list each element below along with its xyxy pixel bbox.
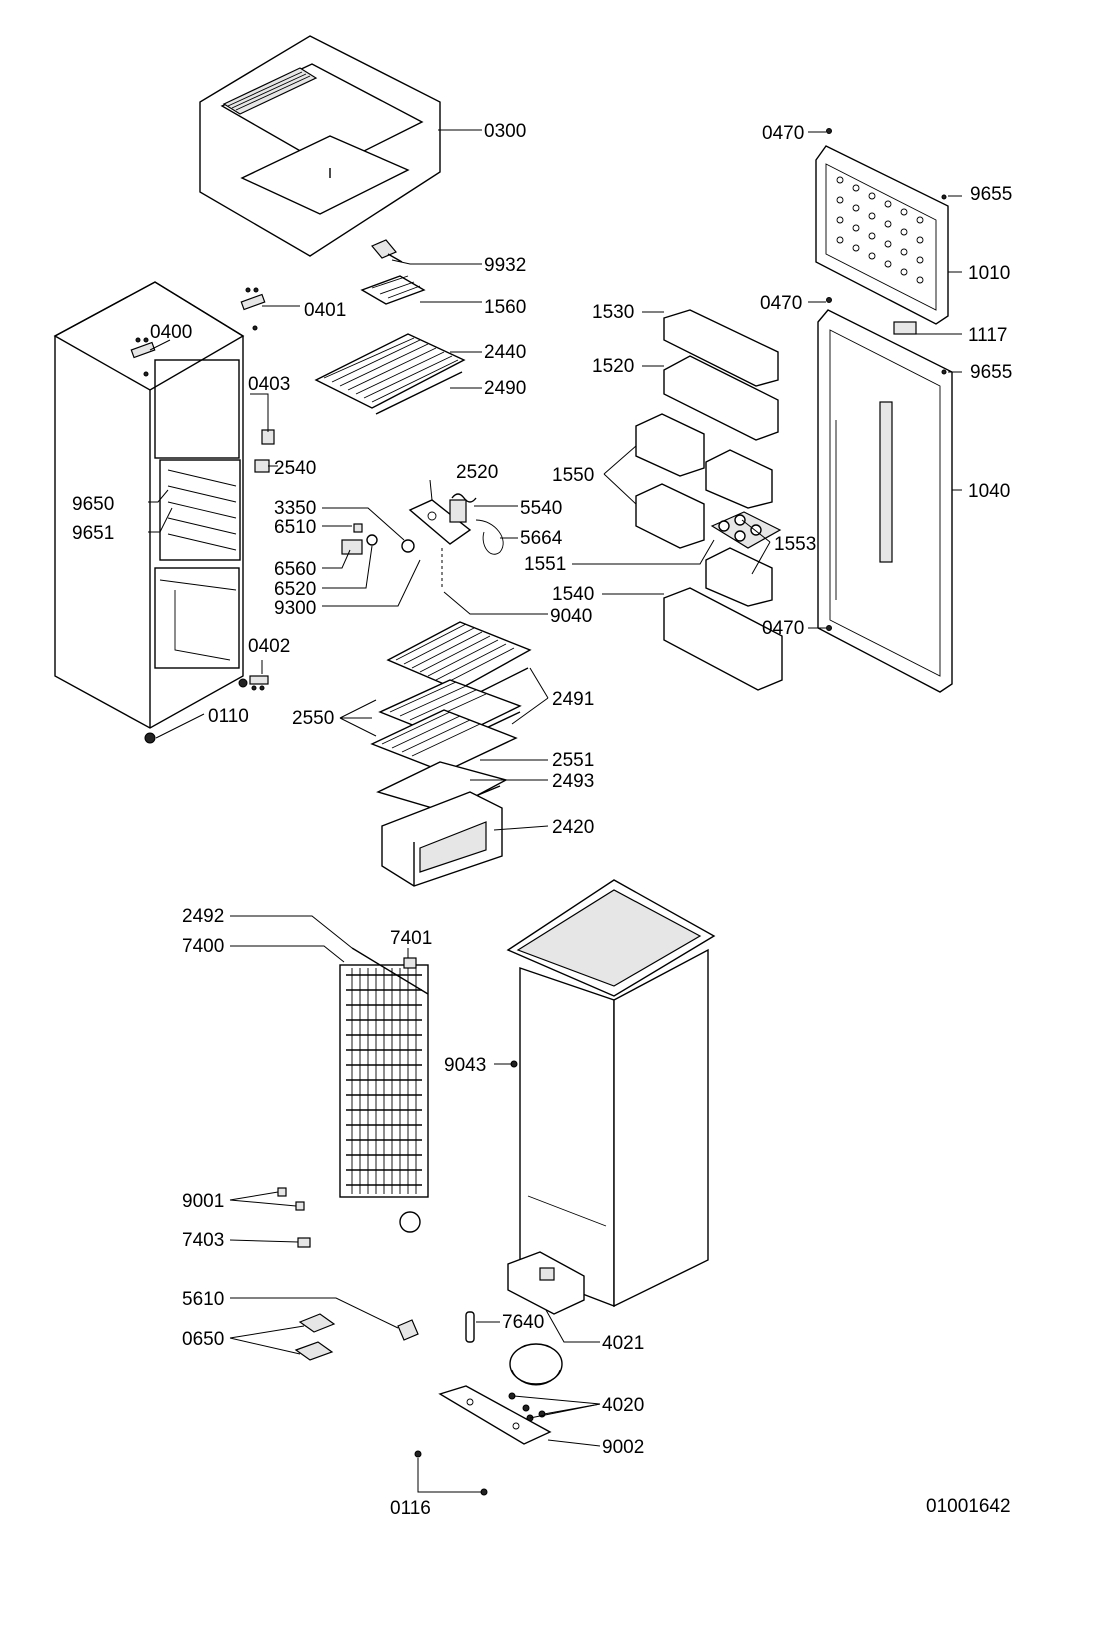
label-4020: 4020 bbox=[602, 1395, 644, 1416]
label-6520: 6520 bbox=[274, 579, 316, 600]
label-1010: 1010 bbox=[968, 263, 1010, 284]
label-1530: 1530 bbox=[592, 302, 634, 323]
label-0402: 0402 bbox=[248, 636, 290, 657]
door-bins bbox=[635, 309, 783, 691]
label-6560: 6560 bbox=[274, 559, 316, 580]
top-cover-0300 bbox=[199, 35, 441, 257]
label-2440: 2440 bbox=[484, 342, 526, 363]
label-9650: 9650 bbox=[72, 494, 114, 515]
part-labels: 0300 9932 1560 0401 0400 2440 2490 0403 … bbox=[72, 121, 1012, 1519]
label-2540: 2540 bbox=[274, 458, 316, 479]
label-9002: 9002 bbox=[602, 1437, 644, 1458]
label-0470-mid: 0470 bbox=[760, 293, 802, 314]
leader-lines bbox=[148, 129, 962, 1493]
label-4021: 4021 bbox=[602, 1333, 644, 1354]
label-2550: 2550 bbox=[292, 708, 334, 729]
label-0401: 0401 bbox=[304, 300, 346, 321]
label-0403: 0403 bbox=[248, 374, 290, 395]
label-0470-bottom: 0470 bbox=[762, 618, 804, 639]
label-5540: 5540 bbox=[520, 498, 562, 519]
label-7400: 7400 bbox=[182, 936, 224, 957]
label-0650: 0650 bbox=[182, 1329, 224, 1350]
label-2420: 2420 bbox=[552, 817, 594, 838]
label-9932: 9932 bbox=[484, 255, 526, 276]
label-2493: 2493 bbox=[552, 771, 594, 792]
cabinet-body bbox=[53, 281, 248, 744]
label-9043: 9043 bbox=[444, 1055, 486, 1076]
label-1520: 1520 bbox=[592, 356, 634, 377]
label-3350: 3350 bbox=[274, 498, 316, 519]
label-9040: 9040 bbox=[550, 606, 592, 627]
label-7401: 7401 bbox=[390, 928, 432, 949]
label-1553: 1553 bbox=[774, 534, 816, 555]
label-1040: 1040 bbox=[968, 481, 1010, 502]
label-2492: 2492 bbox=[182, 906, 224, 927]
label-9300: 9300 bbox=[274, 598, 316, 619]
label-9651: 9651 bbox=[72, 523, 114, 544]
label-2551: 2551 bbox=[552, 750, 594, 771]
condenser-7400 bbox=[339, 947, 429, 1233]
cabinet-rear bbox=[506, 879, 716, 1308]
label-7640: 7640 bbox=[502, 1312, 544, 1333]
label-9655-top: 9655 bbox=[970, 184, 1012, 205]
label-1117: 1117 bbox=[968, 325, 1007, 346]
diagram-id: 01001642 bbox=[926, 1496, 1011, 1517]
label-1560: 1560 bbox=[484, 297, 526, 318]
scraper-9932 bbox=[371, 239, 403, 263]
label-2490: 2490 bbox=[484, 378, 526, 399]
label-5664: 5664 bbox=[520, 528, 563, 549]
label-9655-mid: 9655 bbox=[970, 362, 1012, 383]
glass-shelves-2550 bbox=[370, 621, 532, 819]
label-6510: 6510 bbox=[274, 517, 316, 538]
label-9001: 9001 bbox=[182, 1191, 224, 1212]
label-0400: 0400 bbox=[150, 322, 192, 343]
freezer-door-1010 bbox=[815, 145, 949, 325]
label-1540: 1540 bbox=[552, 584, 594, 605]
ice-tray-1560 bbox=[360, 275, 426, 305]
hinge-parts bbox=[130, 287, 275, 691]
label-0116: 0116 bbox=[390, 1498, 431, 1519]
label-2491: 2491 bbox=[552, 689, 594, 710]
compressor-group bbox=[414, 1251, 585, 1496]
wire-shelf-2440 bbox=[314, 333, 466, 415]
label-0110: 0110 bbox=[208, 706, 249, 727]
fridge-door-1040 bbox=[817, 309, 953, 693]
label-1550: 1550 bbox=[552, 465, 594, 486]
crisper-drawer-2420 bbox=[381, 791, 503, 887]
label-7403: 7403 bbox=[182, 1230, 224, 1251]
label-0470-top: 0470 bbox=[762, 123, 804, 144]
label-1551: 1551 bbox=[524, 554, 566, 575]
label-5610: 5610 bbox=[182, 1289, 224, 1310]
door-screws bbox=[826, 128, 947, 631]
control-housing-2520 bbox=[341, 493, 504, 555]
small-parts-lower bbox=[277, 1187, 419, 1361]
label-0300: 0300 bbox=[484, 121, 526, 142]
label-2520: 2520 bbox=[456, 462, 498, 483]
